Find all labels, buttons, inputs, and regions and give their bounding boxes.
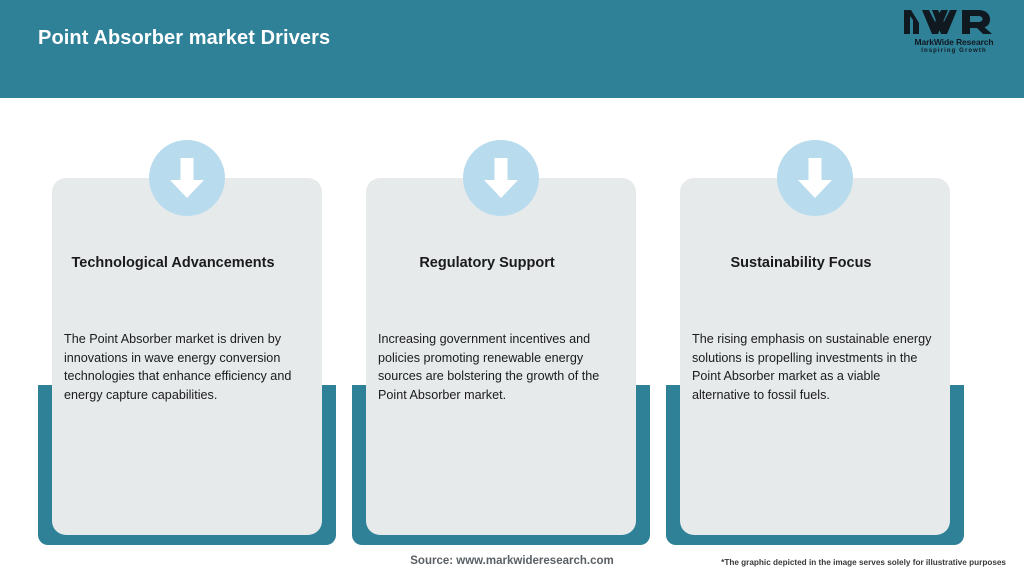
source-label: Source: www.markwideresearch.com <box>410 555 614 567</box>
driver-card[interactable]: Regulatory Support Increasing government… <box>352 140 650 550</box>
driver-card[interactable]: Sustainability Focus The rising emphasis… <box>666 140 964 550</box>
card-body <box>366 178 636 535</box>
arrow-down-icon <box>149 140 225 216</box>
card-title: Technological Advancements <box>71 255 275 271</box>
arrow-down-icon <box>463 140 539 216</box>
card-body <box>52 178 322 535</box>
mwr-monogram-icon <box>902 8 1006 36</box>
logo-company-name: MarkWide Research <box>914 37 994 47</box>
header-band <box>0 0 1024 98</box>
page-title: Point Absorber market Drivers <box>38 27 331 49</box>
card-description: Increasing government incentives and pol… <box>378 332 600 402</box>
brand-logo: MarkWide Research Inspiring Growth <box>902 8 1006 62</box>
card-description: The rising emphasis on sustainable energ… <box>692 332 932 402</box>
arrow-down-icon <box>777 140 853 216</box>
card-body <box>680 178 950 535</box>
driver-card[interactable]: Technological Advancements The Point Abs… <box>38 140 336 550</box>
card-title: Regulatory Support <box>419 255 555 271</box>
logo-tagline: Inspiring Growth <box>921 48 987 54</box>
disclaimer-label: *The graphic depicted in the image serve… <box>721 558 1006 567</box>
card-description: The Point Absorber market is driven by i… <box>64 332 292 402</box>
card-title: Sustainability Focus <box>730 255 872 271</box>
